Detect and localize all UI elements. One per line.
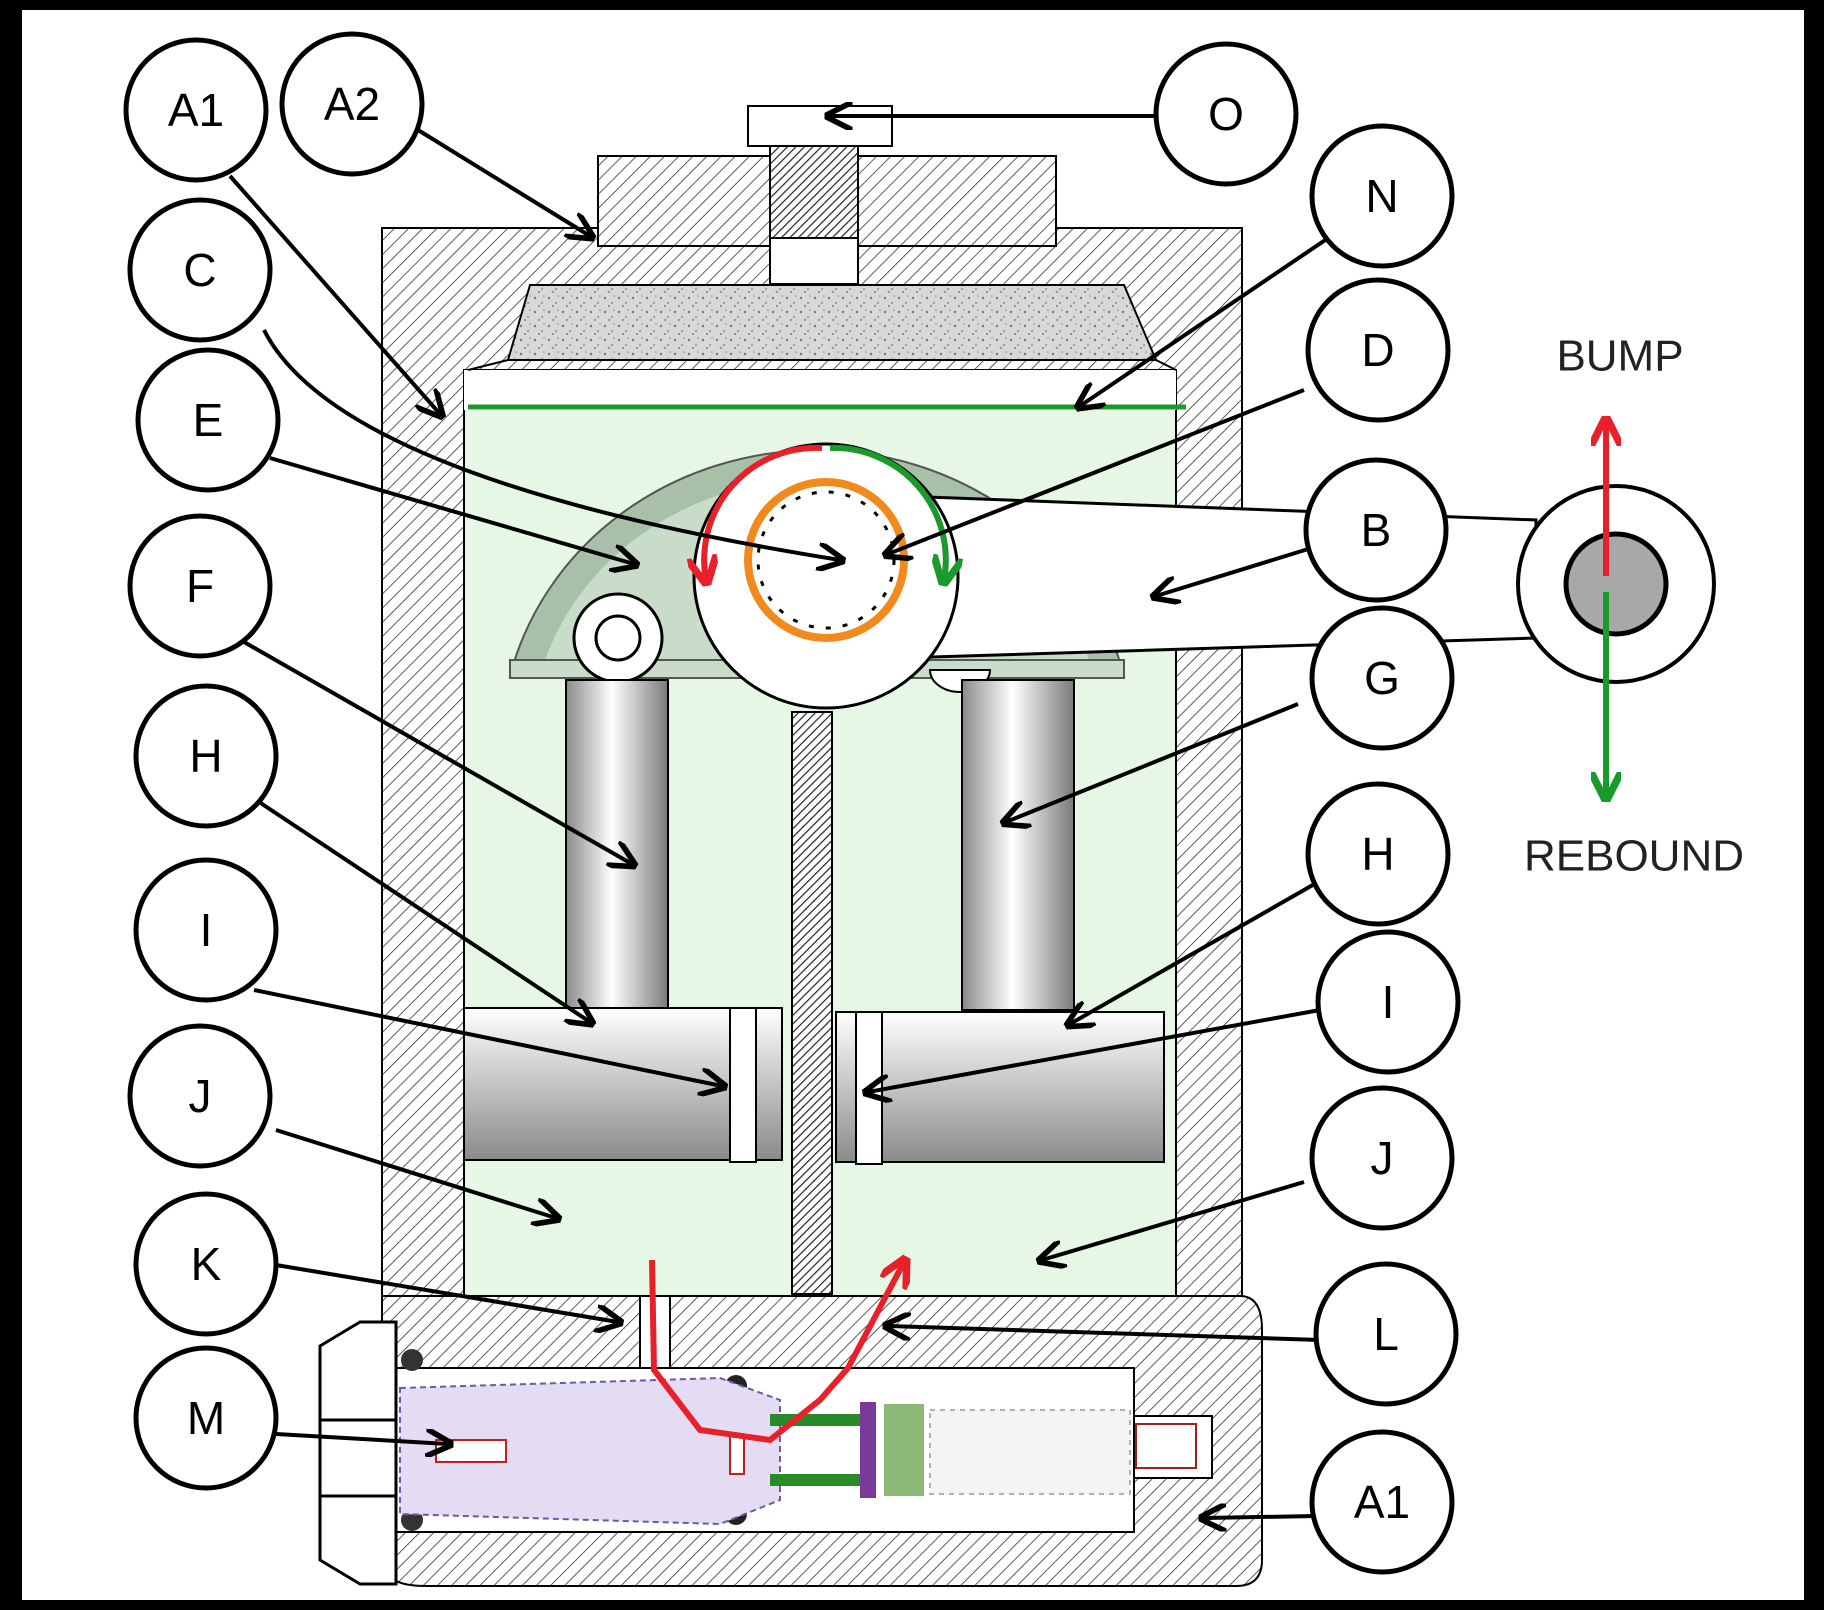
callout-m: M — [133, 1345, 279, 1491]
svg-text:A1: A1 — [1354, 1476, 1410, 1528]
callout-l: L — [1313, 1261, 1459, 1407]
svg-text:O: O — [1208, 88, 1244, 140]
callout-a1-bottom: A1 — [1309, 1429, 1455, 1575]
svg-text:F: F — [186, 560, 214, 612]
foam-cap — [467, 284, 1177, 371]
cylinder-right — [961, 679, 1075, 1011]
svg-text:K: K — [191, 1238, 222, 1290]
svg-text:N: N — [1365, 170, 1398, 222]
central-rod — [791, 711, 833, 1295]
svg-text:E: E — [193, 394, 224, 446]
callout-b: B — [1303, 457, 1449, 603]
central-hub — [694, 442, 958, 710]
svg-text:G: G — [1364, 652, 1400, 704]
valve-left — [729, 1007, 757, 1163]
svg-text:D: D — [1361, 324, 1394, 376]
cylinder-left — [565, 679, 669, 1011]
lower-body — [318, 1295, 1263, 1587]
svg-text:C: C — [183, 244, 216, 296]
svg-text:M: M — [187, 1392, 225, 1444]
callout-i-left: I — [133, 857, 279, 1003]
filler-plug — [747, 105, 893, 285]
callout-a1-top: A1 — [123, 37, 269, 183]
rebound-label: REBOUND — [1524, 832, 1744, 881]
callout-c: C — [127, 197, 273, 343]
callout-h-left: H — [133, 683, 279, 829]
callout-e: E — [135, 347, 281, 493]
svg-text:L: L — [1373, 1308, 1399, 1360]
callout-d: D — [1305, 277, 1451, 423]
svg-text:B: B — [1361, 504, 1392, 556]
callout-i-right: I — [1315, 929, 1461, 1075]
svg-text:J: J — [1371, 1132, 1394, 1184]
flow-path — [649, 1260, 904, 1444]
leader-arrows — [228, 116, 1342, 1518]
svg-text:I: I — [1382, 976, 1395, 1028]
callout-j-left: J — [127, 1023, 273, 1169]
callout-o: O — [1153, 41, 1299, 187]
callout-h-right: H — [1305, 781, 1451, 927]
callout-n: N — [1309, 123, 1455, 269]
callout-a2: A2 — [279, 31, 425, 177]
svg-text:J: J — [189, 1070, 212, 1122]
callout-f: F — [127, 513, 273, 659]
svg-text:A1: A1 — [168, 84, 224, 136]
callout-k: K — [133, 1191, 279, 1337]
callout-g: G — [1309, 605, 1455, 751]
callout-j-right: J — [1309, 1085, 1455, 1231]
bump-label: BUMP — [1556, 332, 1683, 381]
svg-text:H: H — [189, 730, 222, 782]
svg-text:A2: A2 — [324, 78, 380, 130]
valve-right — [855, 1011, 883, 1165]
svg-text:I: I — [200, 904, 213, 956]
svg-text:H: H — [1361, 828, 1394, 880]
